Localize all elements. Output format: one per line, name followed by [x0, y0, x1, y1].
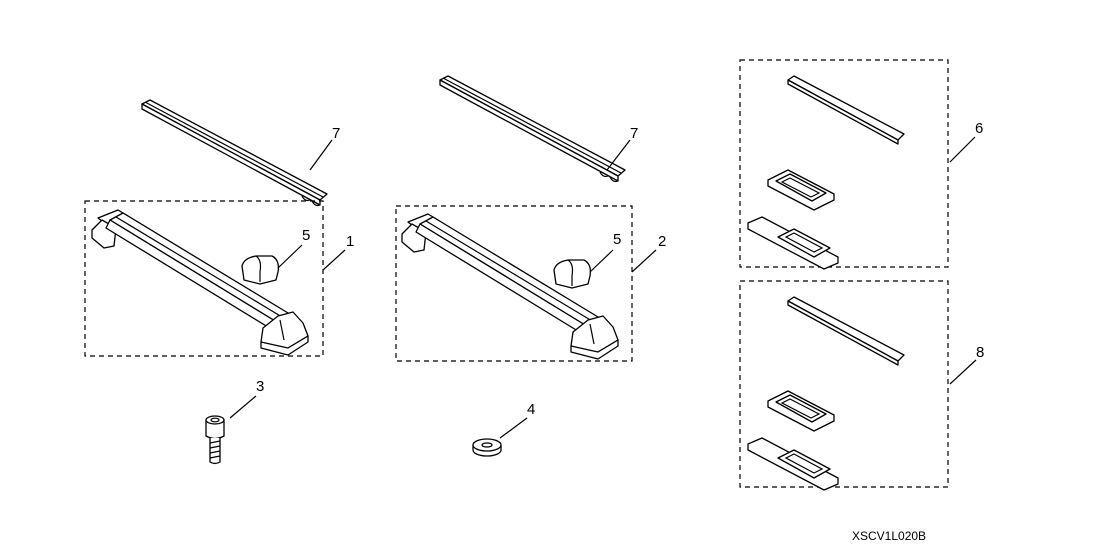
kit-boundary [739, 280, 949, 488]
end-cap-5-left [241, 255, 280, 285]
callout-5-left: 5 [302, 227, 310, 244]
figure-code: XSCV1L020B [852, 529, 926, 543]
leader-line [499, 417, 528, 439]
crossbar-kit-1: 5 1 [84, 200, 354, 357]
leader-line [606, 139, 631, 171]
leader-line [322, 249, 346, 271]
kit-boundary [739, 59, 949, 268]
weather-strip-left: 7 [141, 99, 340, 207]
callout-4: 4 [527, 401, 535, 418]
callout-2: 2 [658, 233, 666, 250]
pad-kit-6: 6 [739, 59, 1108, 269]
washer-4: 4 [472, 401, 535, 457]
bolt-3: 3 [205, 378, 264, 465]
leader-line [949, 136, 976, 163]
callout-5-right: 5 [613, 231, 621, 248]
callout-6: 6 [975, 120, 983, 137]
crossbar-kit-2: 5 2 [395, 205, 666, 362]
leader-line [309, 139, 333, 171]
leader-line [589, 249, 614, 273]
leader-line [631, 249, 657, 273]
weather-strip-middle: 7 [439, 75, 638, 183]
callout-7-left: 7 [332, 125, 340, 142]
callout-7-middle: 7 [630, 125, 638, 142]
pad-kit-8: 8 [739, 280, 1108, 490]
leader-line [949, 359, 977, 385]
callout-3: 3 [256, 378, 264, 395]
leader-line [277, 244, 303, 269]
kit-boundary [395, 205, 633, 362]
leader-line [229, 395, 257, 419]
kit-boundary [84, 200, 324, 357]
callout-8: 8 [976, 344, 984, 361]
end-cap-5-right [553, 259, 592, 289]
callout-1: 1 [346, 233, 354, 250]
